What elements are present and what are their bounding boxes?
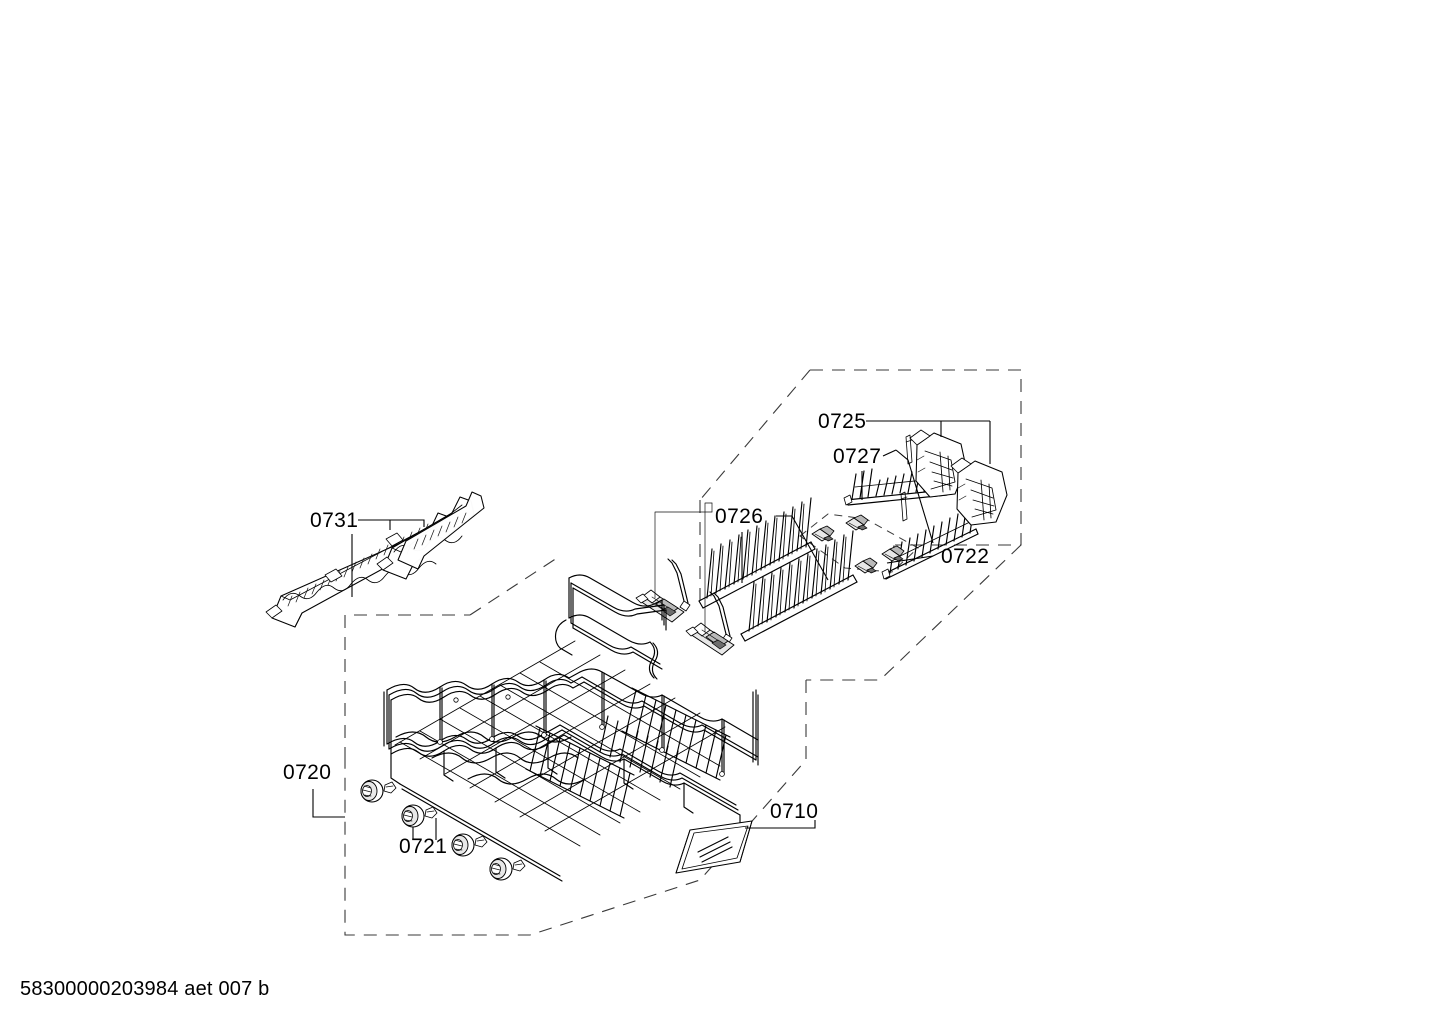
part-0725-clip-holders (909, 429, 1008, 526)
part-0721-rollers (360, 779, 526, 881)
dashed-boundary-lower-group (344, 555, 807, 936)
plate-rack-stack (397, 491, 485, 570)
callout-label-0725: 0725 (818, 410, 866, 433)
roller-3 (451, 833, 488, 857)
callout-label-0721: 0721 (399, 835, 447, 858)
leader-0721 (412, 818, 437, 840)
callout-label-0710: 0710 (770, 800, 818, 823)
clip-3 (854, 557, 878, 574)
clip-2 (845, 514, 869, 531)
callout-label-0726: 0726 (715, 505, 763, 528)
leader-0727 (861, 449, 934, 544)
leader-0722 (886, 555, 934, 564)
clip-4 (881, 545, 905, 562)
basket-tine-rows (525, 687, 731, 819)
document-footer-code: 58300000203984 aet 007 b (20, 978, 270, 1000)
dashed-boundary-upper-group (699, 369, 1022, 681)
clip-1 (811, 525, 835, 542)
part-0710-handle-strip (675, 820, 753, 874)
part-0731-plate-racks (265, 491, 485, 628)
roller-2 (401, 804, 438, 828)
part-0720-wire-basket (383, 574, 759, 882)
tine-rack-upper (667, 497, 816, 612)
leader-0720 (312, 789, 345, 818)
leader-0725 (866, 420, 991, 464)
tine-rack-lower (709, 530, 858, 645)
callout-label-0720: 0720 (283, 761, 331, 784)
callout-label-0722: 0722 (941, 545, 989, 568)
roller-4 (489, 857, 526, 881)
clip-holder-b (950, 457, 1008, 526)
dashed-subgroup-clips (799, 513, 919, 573)
leader-0710 (745, 820, 816, 829)
roller-1 (360, 779, 397, 803)
latch-right (685, 622, 735, 656)
leader-0731 (351, 519, 425, 597)
clip-holder-a (909, 429, 967, 498)
leader-0726 (741, 515, 829, 583)
callout-label-0727: 0727 (833, 445, 881, 468)
callout-label-0731: 0731 (310, 509, 358, 532)
part-0726-tine-racks (667, 497, 858, 645)
part-0722-clips (811, 514, 905, 574)
